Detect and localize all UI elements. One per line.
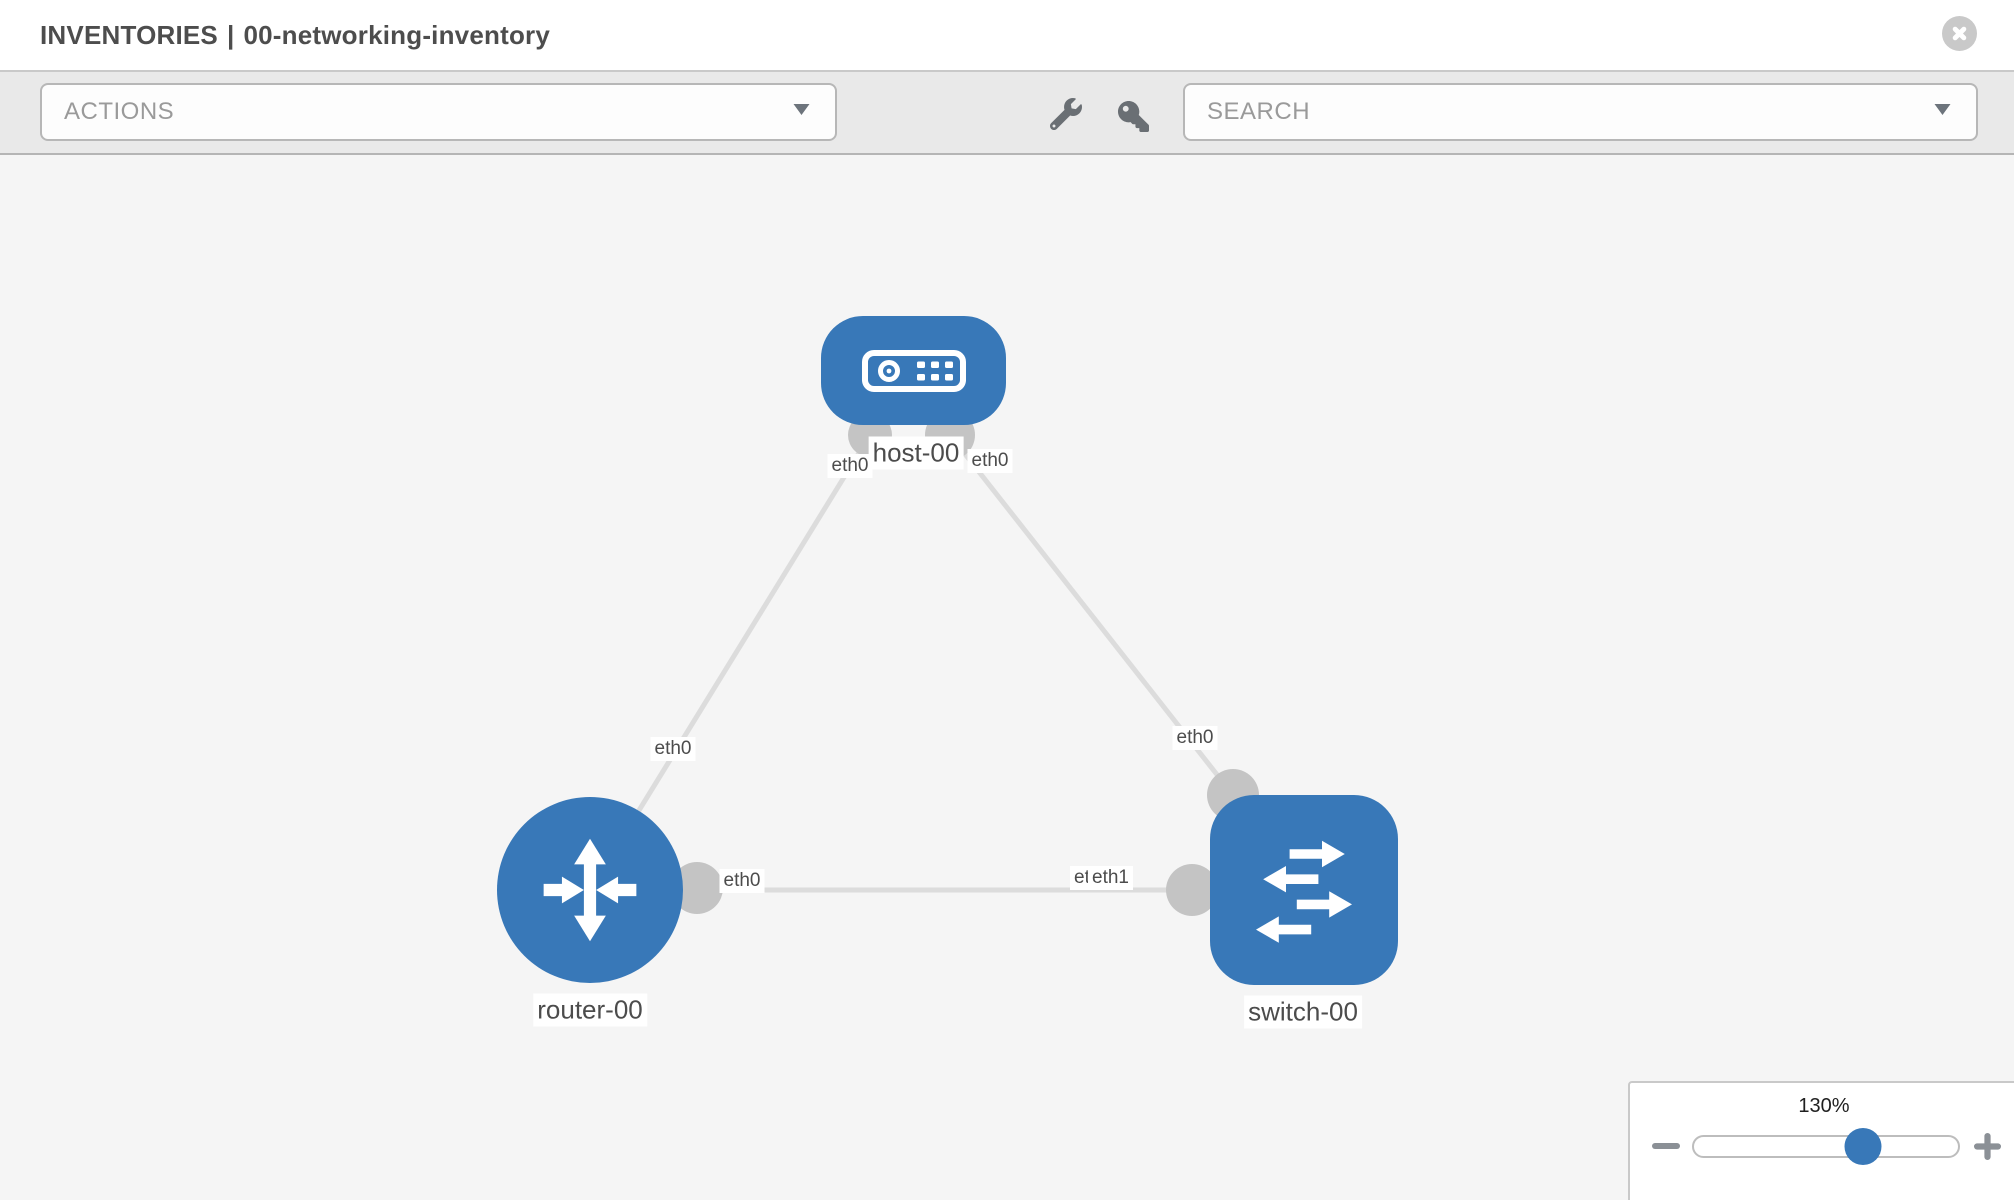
title-separator: | <box>226 19 235 50</box>
search-dropdown-label: SEARCH <box>1207 98 1311 125</box>
title-bar: INVENTORIES | 00-networking-inventory <box>0 0 2014 70</box>
plus-icon <box>1974 1133 2001 1160</box>
node-label-router-00: router-00 <box>533 993 647 1027</box>
zoom-percent-label: 130% <box>1798 1095 1850 1117</box>
interface-connector-router-right[interactable] <box>671 862 723 914</box>
configure-button[interactable] <box>1049 98 1084 132</box>
zoom-control-panel: 130% <box>1628 1081 2014 1200</box>
node-router-00[interactable] <box>497 797 683 983</box>
zoom-slider-thumb[interactable] <box>1844 1128 1882 1165</box>
interface-label-switch-eth0-top: eth0 <box>1172 726 1218 750</box>
node-label-host-00: host-00 <box>868 436 964 470</box>
actions-dropdown[interactable]: ACTIONS <box>40 83 837 141</box>
chevron-down-icon <box>1933 103 1952 121</box>
zoom-slider-row <box>1630 1128 2014 1168</box>
toolbar: ACTIONS SEARCH <box>0 70 2014 155</box>
actions-dropdown-label: ACTIONS <box>64 98 175 125</box>
zoom-in-button[interactable] <box>1974 1133 2001 1160</box>
zoom-out-button minus-icon[interactable] <box>1652 1143 1680 1149</box>
interface-connector-switch-left[interactable] <box>1166 864 1218 916</box>
zoom-slider-track[interactable] <box>1692 1128 1960 1165</box>
interface-label-host-eth0-right: eth0 <box>967 449 1013 473</box>
interface-label-host-eth0-left: eth0 <box>827 454 873 478</box>
credentials-button[interactable] <box>1118 101 1152 135</box>
node-label-switch-00: switch-00 <box>1244 995 1362 1029</box>
title-section: INVENTORIES <box>40 19 218 50</box>
search-dropdown[interactable]: SEARCH <box>1183 83 1978 141</box>
host-icon <box>861 349 966 392</box>
interface-label-switch-eth1: eth1 <box>1088 866 1133 890</box>
title-inventory-name: 00-networking-inventory <box>243 19 551 50</box>
interface-label-router-eth0-top: eth0 <box>650 737 696 761</box>
page-title: INVENTORIES | 00-networking-inventory <box>40 20 550 51</box>
router-icon <box>543 838 637 942</box>
interface-label-router-eth0-right: eth0 <box>719 869 765 893</box>
switch-icon <box>1256 840 1352 943</box>
wrench-icon <box>1049 98 1082 131</box>
topology-links-layer <box>587 410 1259 916</box>
node-host-00[interactable] <box>821 316 1006 425</box>
topology-canvas[interactable]: host-00 router-00 switch-00 eth0 eth0 et… <box>0 155 2014 1200</box>
close-icon <box>1952 26 1967 41</box>
node-switch-00[interactable] <box>1210 795 1398 985</box>
chevron-down-icon <box>792 103 811 121</box>
key-icon <box>1118 101 1149 132</box>
close-button[interactable] <box>1942 16 1977 51</box>
